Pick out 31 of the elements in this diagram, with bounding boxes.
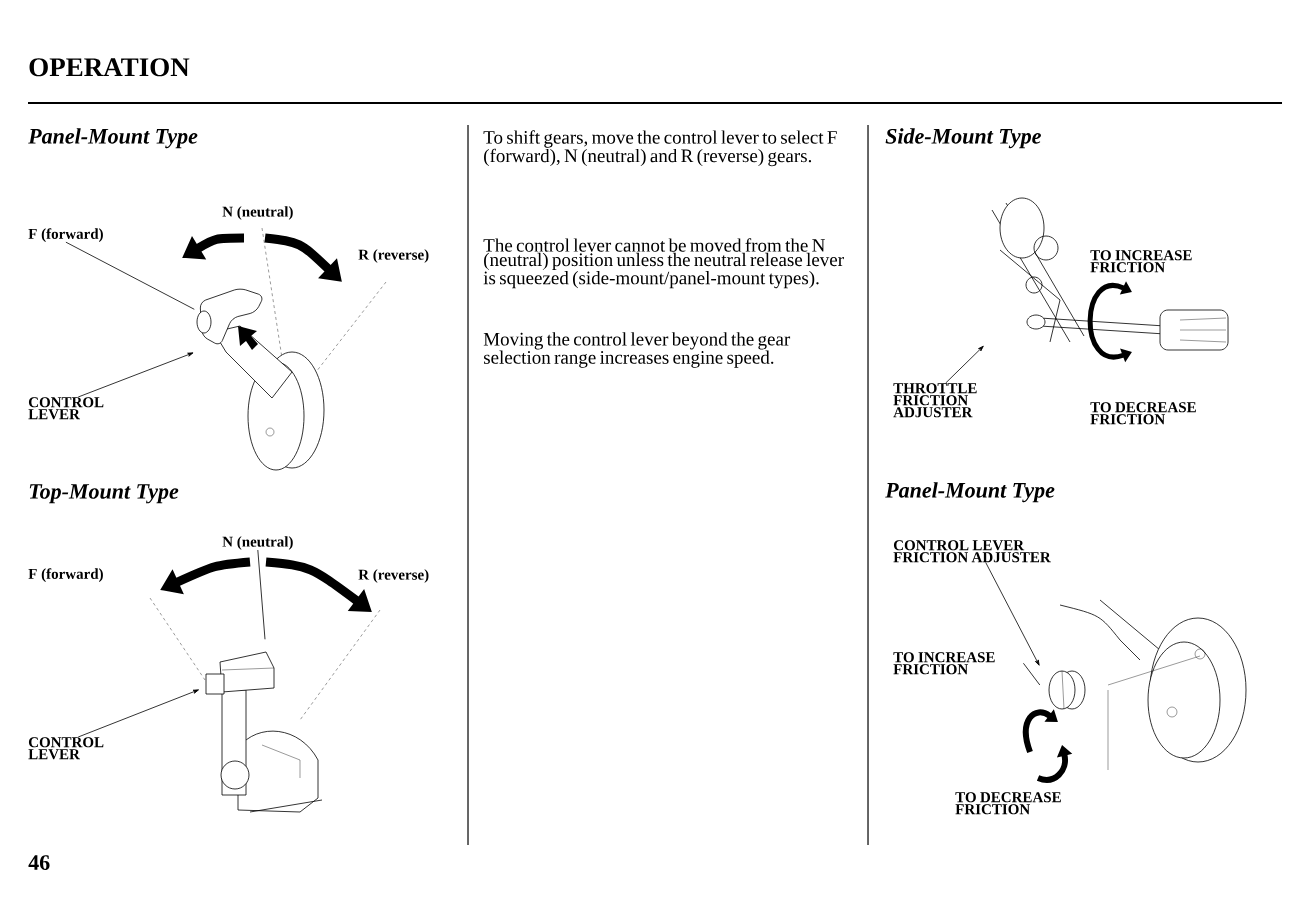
callout-label: CONTROL LEVER FRICTION ADJUSTER [893, 540, 1051, 563]
leader-line [77, 689, 199, 738]
leader-line [985, 562, 1040, 666]
callout-label: TO INCREASE FRICTION [893, 652, 995, 675]
callout-label: F (forward) [28, 228, 103, 242]
leader-line [65, 241, 195, 310]
paragraph: The control lever cannot be moved from the N (neutral) position unless the neutral release lever is squeezed (side-mount/panel-mount types). [483, 238, 844, 289]
page-number: 46 [28, 855, 50, 870]
friction-adjuster-drawing [991, 197, 1229, 351]
callout-label: CONTROL LEVER [28, 737, 104, 760]
callout-label: R (reverse) [358, 569, 429, 583]
callout-label: CONTROL LEVER [28, 397, 104, 420]
leader-line [945, 345, 984, 384]
callout-label: THROTTLE FRICTION ADJUSTER [893, 383, 977, 418]
page-title: OPERATION [29, 58, 190, 77]
callout-label: N (neutral) [222, 206, 293, 220]
friction-adjuster-drawing [1048, 599, 1247, 771]
section-heading: Panel-Mount Type [885, 482, 1055, 503]
control-lever-drawing [205, 651, 323, 813]
paragraph: To shift gears, move the control lever to select F (forward), N (neutral) and R (reverse) gears. [483, 130, 837, 167]
section-heading: Panel-Mount Type [28, 128, 198, 149]
paragraph: Moving the control lever beyond the gear selection range increases engine speed. [483, 332, 791, 368]
callout-label: N (neutral) [222, 536, 293, 550]
leader-line [77, 352, 194, 398]
section-heading: Top-Mount Type [29, 484, 179, 504]
control-lever-drawing [196, 288, 325, 471]
leader-line [257, 549, 266, 640]
callout-label: F (forward) [28, 568, 103, 582]
callout-label: TO INCREASE FRICTION [1090, 250, 1192, 273]
callout-label: TO DECREASE FRICTION [1090, 402, 1196, 425]
leader-line [1023, 662, 1041, 686]
